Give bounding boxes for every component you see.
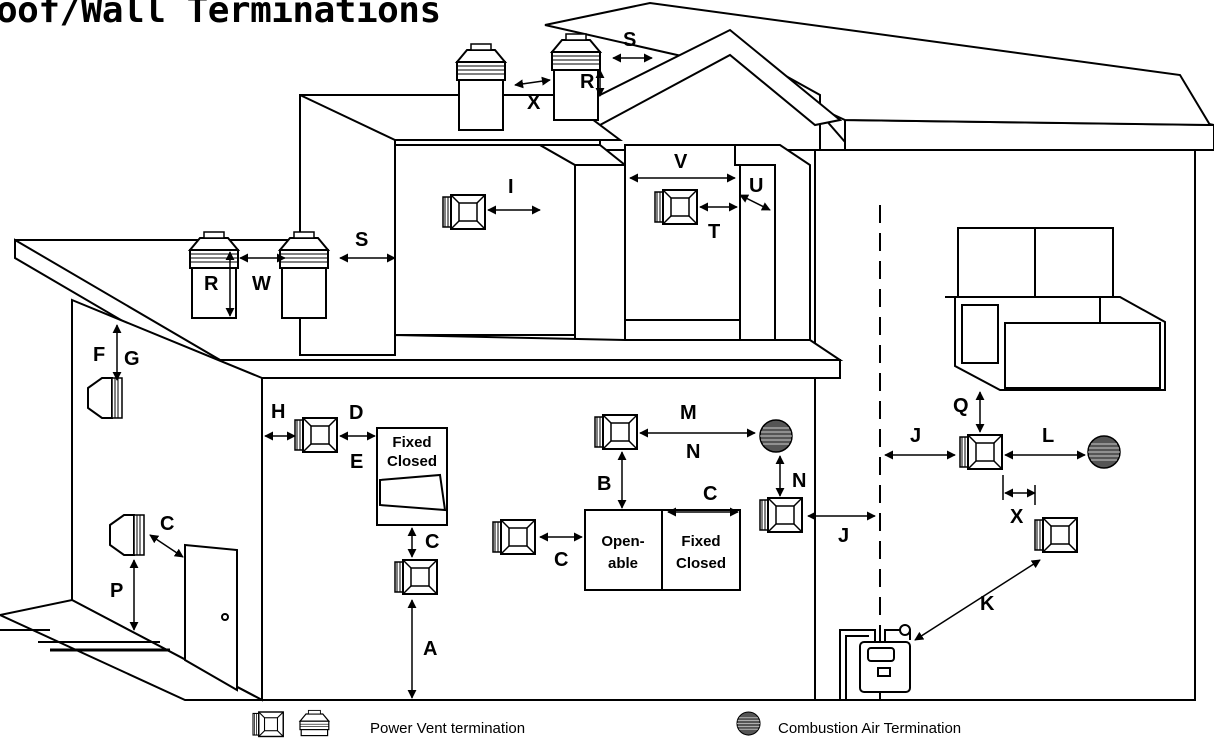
label-s: S (355, 229, 368, 251)
legend-power-vent: Power Vent termination (370, 720, 525, 737)
label-t: T (708, 221, 720, 243)
side-vent-icon (109, 514, 145, 556)
label-n: N (686, 441, 700, 463)
openable-label: Open- (601, 533, 644, 550)
label-m: M (680, 402, 697, 424)
power-vent-icon (442, 194, 486, 230)
side-vent-icon (87, 377, 123, 419)
label-w: W (252, 273, 271, 295)
label-x: X (1010, 506, 1024, 528)
page-title: oof/Wall Terminations (0, 0, 441, 31)
power-vent-icon (1034, 517, 1078, 553)
closed-window-label: Closed (676, 555, 726, 572)
legend: Power Vent termination Combustion Air Te… (252, 709, 961, 738)
label-n: N (792, 470, 806, 492)
label-v: V (674, 151, 688, 173)
label-r: R (580, 71, 595, 93)
fixed-window-label: Fixed (681, 533, 720, 550)
label-s: S (623, 29, 636, 51)
closed-window-label: Closed (387, 453, 437, 470)
label-c: C (160, 513, 174, 535)
label-h: H (271, 401, 285, 423)
power-vent-icon (759, 497, 803, 533)
combustion-air-icon (1087, 435, 1121, 469)
gas-meter-icon (839, 624, 911, 700)
label-f: F (93, 344, 105, 366)
combustion-air-icon (759, 419, 793, 453)
label-i: I (508, 176, 514, 198)
roof-vent-icon (279, 231, 329, 319)
label-l: L (1042, 425, 1054, 447)
legend-combustion-air: Combustion Air Termination (778, 720, 961, 737)
middle-box (394, 144, 576, 336)
label-e: E (350, 451, 363, 473)
label-g: G (124, 348, 140, 370)
label-x: X (527, 92, 541, 114)
roof-vent-icon (456, 43, 506, 131)
label-k: K (980, 593, 995, 615)
label-a: A (423, 638, 437, 660)
label-p: P (110, 580, 123, 602)
label-r: R (204, 273, 219, 295)
power-vent-icon (654, 189, 698, 225)
power-vent-icon (394, 559, 438, 595)
power-vent-icon (492, 519, 536, 555)
label-d: D (349, 402, 363, 424)
label-j: J (838, 525, 849, 547)
openable-label: able (608, 555, 638, 572)
label-j: J (910, 425, 921, 447)
label-c: C (425, 531, 439, 553)
power-vent-icon (294, 417, 338, 453)
label-c: C (554, 549, 568, 571)
fixed-window-label: Fixed (392, 434, 431, 451)
power-vent-icon (959, 434, 1003, 470)
label-q: Q (953, 395, 969, 417)
label-c: C (703, 483, 717, 505)
label-b: B (597, 473, 611, 495)
power-vent-icon (594, 414, 638, 450)
label-u: U (749, 175, 763, 197)
